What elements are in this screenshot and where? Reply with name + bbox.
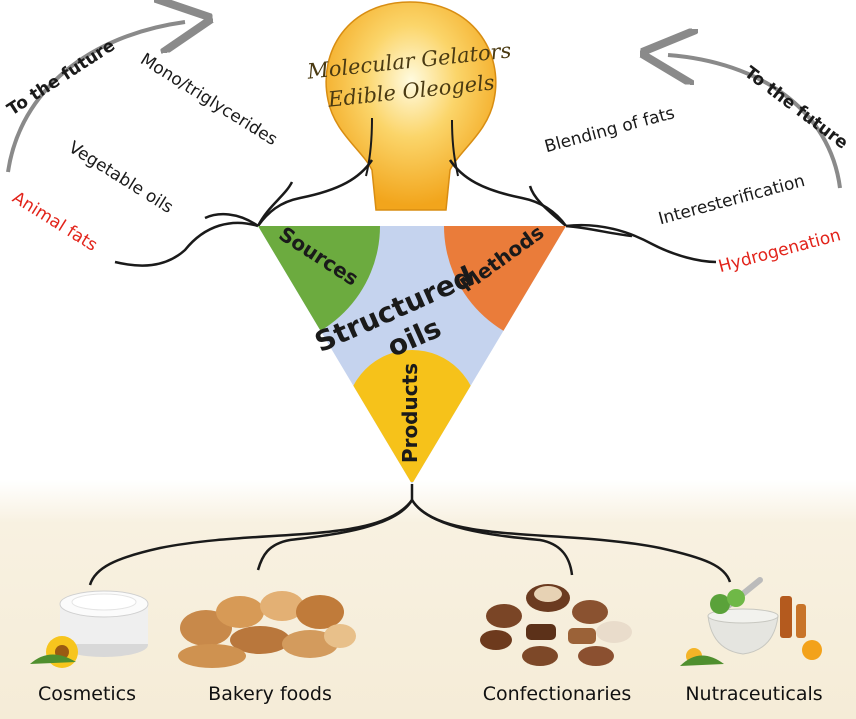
animal-fats-label: Animal fats: [9, 188, 101, 256]
hydrogenation-label: Hydrogenation: [716, 225, 843, 277]
product-tree-lines: [88, 484, 732, 586]
left-future-label: To the future: [4, 36, 119, 120]
products-label: Products: [398, 363, 422, 463]
interesterification-label: Interesterification: [656, 171, 807, 229]
nutraceuticals-label: Nutraceuticals: [685, 683, 822, 705]
right-branch-lines: [528, 185, 717, 264]
right-future-arrow: [668, 55, 842, 189]
mono-triglycerides-label: Mono/triglycerides: [137, 50, 281, 151]
confectionaries-label: Confectionaries: [483, 683, 631, 705]
blending-of-fats-label: Blending of fats: [542, 103, 677, 157]
lightbulb: [256, 1, 568, 227]
cosmetics-image: [30, 590, 149, 668]
bakery-foods-image: [178, 591, 356, 668]
vegetable-oils-label: Vegetable oils: [65, 138, 177, 218]
methods-sector: [444, 226, 566, 348]
left-future-arrow: [6, 22, 185, 173]
nutraceuticals-image: [680, 577, 822, 666]
confectionaries-image: [480, 584, 632, 666]
sources-sector: [258, 226, 380, 348]
right-future-label: To the future: [740, 63, 851, 154]
bakery-foods-label: Bakery foods: [208, 683, 332, 705]
cosmetics-label: Cosmetics: [38, 683, 136, 705]
